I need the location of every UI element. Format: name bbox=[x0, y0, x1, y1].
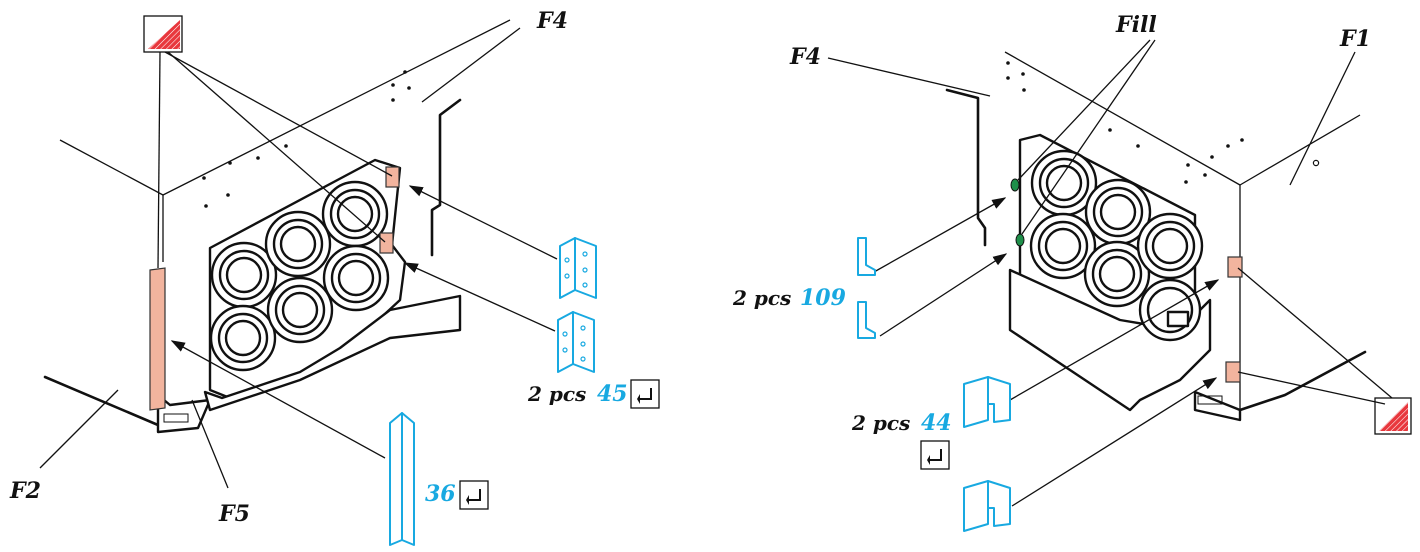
right-attachment-strips bbox=[1225, 256, 1243, 383]
left-attachment-strips bbox=[149, 166, 400, 411]
return-arrow-icon bbox=[920, 440, 950, 470]
right-plates bbox=[1029, 149, 1204, 342]
part-109-clip-upper bbox=[857, 237, 876, 276]
return-arrow-icon bbox=[630, 379, 660, 409]
right-leader-lines bbox=[827, 39, 1393, 507]
fill-points bbox=[1010, 178, 1025, 247]
part-44-bracket-lower bbox=[963, 480, 1011, 532]
return-arrow-icon bbox=[459, 480, 489, 510]
adhesive-warning-icon bbox=[143, 15, 183, 53]
left-assembly: F4 F2 F5 2 pcs 45 36 bbox=[9, 8, 660, 546]
left-plates bbox=[209, 180, 390, 372]
callout-109-part: 109 bbox=[800, 285, 846, 311]
label-fill: Fill bbox=[1115, 12, 1157, 38]
label-f4-left: F4 bbox=[536, 8, 568, 34]
label-f1: F1 bbox=[1339, 26, 1371, 52]
right-cabinet-outline bbox=[945, 51, 1367, 422]
left-leader-lines bbox=[39, 27, 558, 489]
right-assembly: Fill F4 F1 2 pcs 109 2 pcs 44 bbox=[732, 12, 1412, 532]
left-cabinet-outline bbox=[43, 19, 511, 434]
callout-109-qty: 2 pcs bbox=[732, 286, 791, 310]
part-109-clip-lower bbox=[857, 301, 876, 339]
callout-44-qty: 2 pcs bbox=[851, 411, 910, 435]
adhesive-warning-icon bbox=[1374, 397, 1412, 435]
callout-44-part: 44 bbox=[921, 410, 952, 436]
callout-36-part: 36 bbox=[425, 481, 456, 507]
label-f5: F5 bbox=[218, 501, 250, 527]
label-f4-right: F4 bbox=[789, 44, 821, 70]
part-36-corner-profile bbox=[389, 412, 415, 546]
part-45-bracket-upper bbox=[559, 237, 597, 299]
callout-45-part: 45 bbox=[597, 381, 628, 407]
callout-45-qty: 2 pcs bbox=[527, 382, 586, 406]
part-45-bracket-lower bbox=[557, 311, 595, 373]
part-44-bracket-upper bbox=[963, 376, 1011, 428]
label-f2: F2 bbox=[9, 478, 41, 504]
